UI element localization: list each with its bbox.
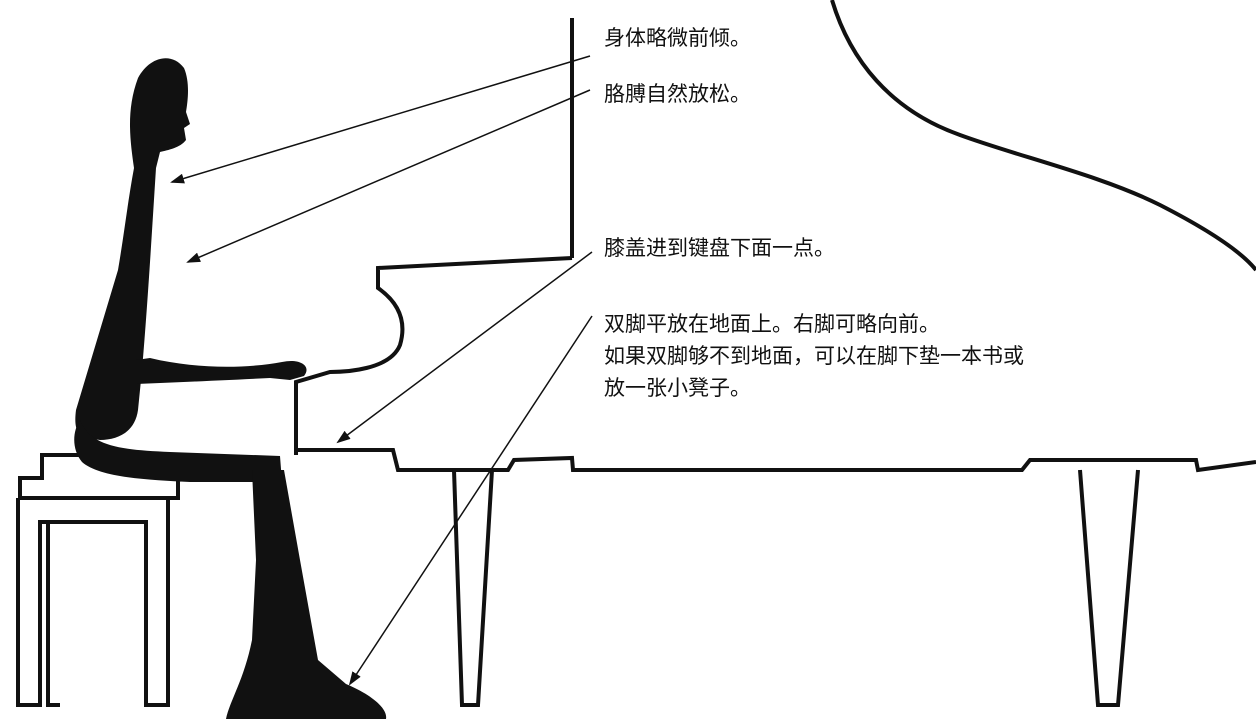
bench-left-leg — [16, 498, 170, 707]
arrow-feet — [348, 315, 593, 686]
piano-bench — [16, 453, 190, 707]
arrow-body — [170, 55, 591, 184]
piano-front-leg — [452, 469, 494, 707]
pianist-thigh — [74, 420, 282, 482]
annotation-feet-line-3: 放一张小凳子。 — [604, 376, 751, 400]
pianist-silhouette — [74, 58, 387, 719]
pianist-torso — [75, 168, 156, 440]
leader-lines — [170, 55, 593, 686]
bench-inner-leg — [46, 522, 60, 707]
annotation-arm-posture: 胳膊自然放松。 — [604, 78, 751, 110]
annotation-feet-line-2: 如果双脚够不到地面，可以在脚下垫一本书或 — [604, 344, 1024, 368]
piano-body-outline — [294, 256, 1256, 473]
annotation-arms-text: 胳膊自然放松。 — [604, 82, 751, 106]
grand-piano — [294, 0, 1256, 707]
arrow-knees — [336, 251, 593, 444]
pianist-leg-and-foot — [226, 470, 387, 719]
annotation-knees-text: 膝盖进到键盘下面一点。 — [604, 236, 835, 260]
piano-middle-leg — [1078, 469, 1140, 707]
annotation-feet-position: 双脚平放在地面上。右脚可略向前。 如果双脚够不到地面，可以在脚下垫一本书或 放一… — [604, 308, 1024, 404]
annotation-feet-line-1: 双脚平放在地面上。右脚可略向前。 — [604, 312, 940, 336]
pianist-arm — [136, 358, 307, 384]
arrow-arms — [186, 89, 591, 263]
annotation-knee-position: 膝盖进到键盘下面一点。 — [604, 232, 835, 264]
annotation-body-posture: 身体略微前倾。 — [604, 22, 751, 54]
pianist-head — [130, 58, 190, 168]
annotation-body-text: 身体略微前倾。 — [604, 26, 751, 50]
piano-lid-curve — [830, 0, 1256, 272]
